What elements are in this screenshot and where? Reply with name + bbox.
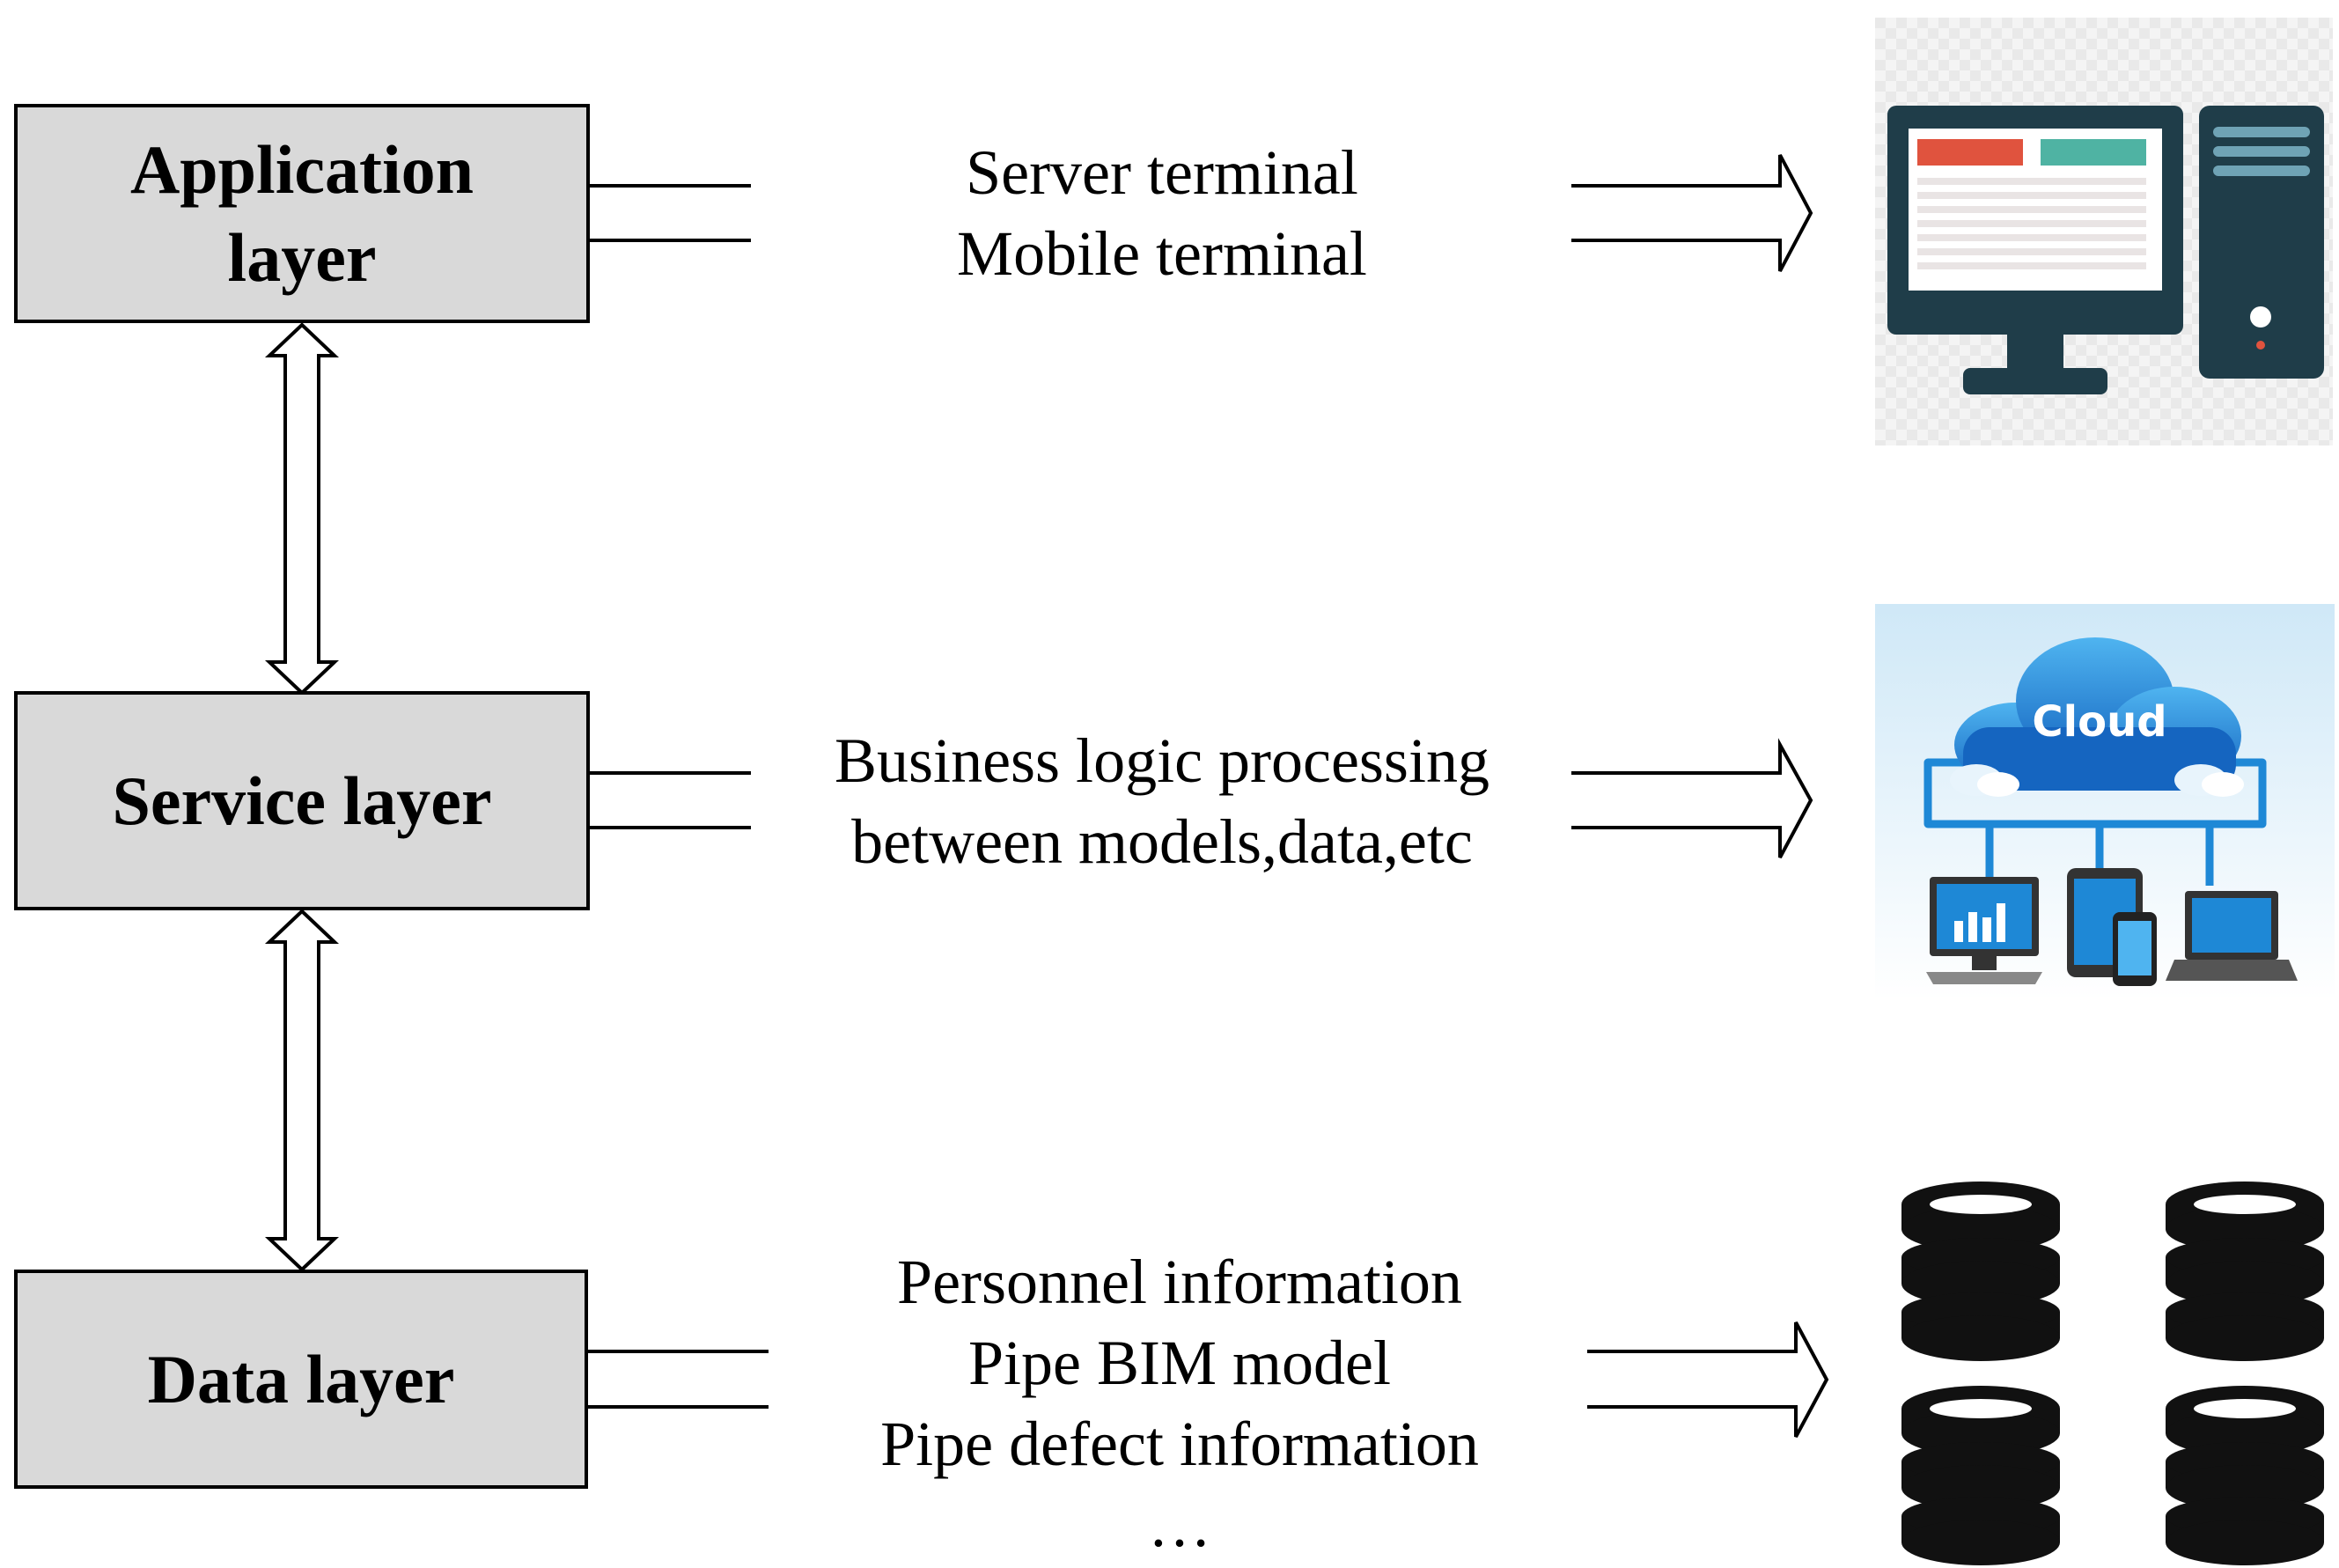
data-description: Personnel information Pipe BIM model Pip… bbox=[792, 1241, 1567, 1565]
application-layer-box: Application layer bbox=[14, 104, 590, 323]
data-layer-label: Data layer bbox=[147, 1340, 455, 1417]
data-desc-line3: Pipe defect information bbox=[880, 1409, 1479, 1479]
data-right-arrow bbox=[1587, 1321, 1829, 1438]
data-desc-line4: … bbox=[1148, 1490, 1211, 1560]
service-data-double-arrow bbox=[264, 909, 340, 1272]
application-service-double-arrow bbox=[264, 322, 340, 696]
application-desc-line1: Server terminal bbox=[966, 137, 1358, 208]
application-desc-line2: Mobile terminal bbox=[957, 218, 1367, 289]
service-desc-line1: Business logic processing bbox=[835, 725, 1489, 796]
service-desc-line2: between models,data,etc bbox=[851, 806, 1473, 877]
cloud-shape bbox=[1950, 637, 2244, 797]
application-layer-label-line2: layer bbox=[227, 218, 377, 296]
service-layer-label: Service layer bbox=[112, 762, 492, 839]
data-desc-line1: Personnel information bbox=[897, 1247, 1462, 1317]
service-layer-box: Service layer bbox=[14, 691, 590, 910]
database-stack-icon bbox=[1884, 1180, 2335, 1568]
application-layer-label-line1: Application bbox=[129, 130, 474, 208]
data-connector-lines bbox=[588, 1350, 769, 1409]
service-description: Business logic processing between models… bbox=[757, 720, 1567, 882]
application-connector-lines bbox=[590, 184, 751, 242]
cloud-label: Cloud bbox=[2032, 697, 2166, 747]
service-right-arrow bbox=[1571, 738, 1813, 858]
cloud-network-icon: Cloud bbox=[1875, 604, 2335, 1000]
application-description: Server terminal Mobile terminal bbox=[845, 132, 1479, 294]
desktop-computer-icon bbox=[1875, 18, 2333, 445]
service-connector-lines bbox=[590, 771, 751, 829]
data-layer-box: Data layer bbox=[14, 1270, 588, 1489]
application-right-arrow bbox=[1571, 154, 1813, 272]
data-desc-line2: Pipe BIM model bbox=[968, 1328, 1391, 1398]
